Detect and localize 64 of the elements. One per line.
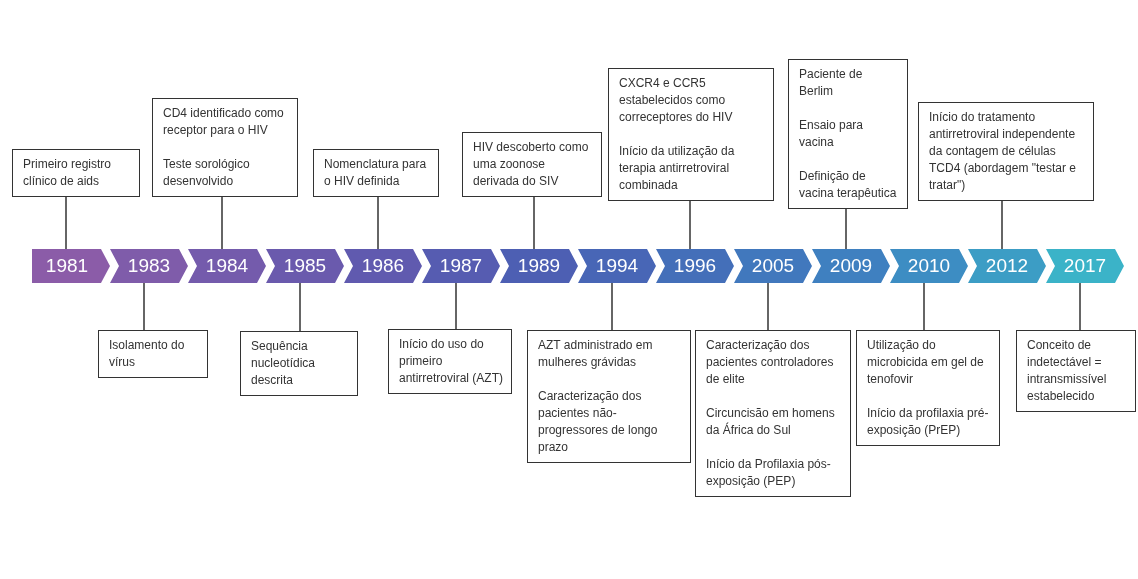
event-box	[695, 330, 851, 497]
connector-line	[689, 200, 691, 250]
event-text: AZT administrado em mulheres grávidas	[538, 337, 654, 371]
event-text: Início da Profilaxia pós-exposição (PEP)	[706, 456, 832, 490]
event-box	[527, 330, 691, 463]
connector-line	[143, 282, 145, 331]
event-box	[313, 149, 439, 197]
event-box	[388, 329, 512, 394]
connector-line	[299, 282, 301, 332]
event-text: Início do tratamento antirretroviral independente da contagem de células TCD4 (abordagem "testar e tratar")	[929, 109, 1077, 194]
timeline-year-segment: 1986	[344, 249, 422, 283]
event-text: Utilização do microbicida em gel de tenofovir	[867, 337, 985, 388]
event-box	[918, 102, 1094, 201]
event-text: CXCR4 e CCR5 estabelecidos como correceptores do HIV	[619, 75, 734, 126]
event-text: Sequência nucleotídica descrita	[251, 338, 317, 389]
event-text: Início da utilização da terapia antirretroviral combinada	[619, 143, 736, 194]
event-text: Circuncisão em homens da África do Sul	[706, 405, 836, 439]
timeline-year-segment: 2005	[734, 249, 812, 283]
timeline-year-segment: 1987	[422, 249, 500, 283]
event-text: Teste sorológico desenvolvido	[163, 156, 251, 190]
event-text: Início da profilaxia pré-exposição (PrEP)	[867, 405, 990, 439]
event-text: Início do uso do primeiro antirretroviral (AZT)	[399, 336, 503, 387]
connector-line	[377, 196, 379, 250]
connector-line	[221, 196, 223, 250]
connector-line	[455, 282, 457, 330]
event-text: Paciente de Berlim	[799, 66, 864, 100]
connector-line	[611, 282, 613, 331]
connector-line	[767, 282, 769, 331]
timeline-year-segment: 1983	[110, 249, 188, 283]
event-text: Definição de vacina terapêutica	[799, 168, 898, 202]
event-text: Caracterização dos pacientes controladores de elite	[706, 337, 835, 388]
event-text: Ensaio para vacina	[799, 117, 865, 151]
timeline-year-segment: 2012	[968, 249, 1046, 283]
connector-line	[923, 282, 925, 331]
event-box	[462, 132, 602, 197]
event-box	[608, 68, 774, 201]
connector-line	[65, 196, 67, 250]
connector-line	[1079, 282, 1081, 331]
timeline-year-segment: 2017	[1046, 249, 1124, 283]
event-text: Primeiro registro clínico de aids	[23, 156, 113, 190]
timeline-year-segment: 1985	[266, 249, 344, 283]
event-box	[788, 59, 908, 209]
connector-line	[845, 208, 847, 250]
timeline-year-segment: 2009	[812, 249, 890, 283]
event-text: Isolamento do vírus	[109, 337, 186, 371]
event-box	[1016, 330, 1136, 412]
timeline-year-segment: 2010	[890, 249, 968, 283]
event-text: CD4 identificado como receptor para o HIV	[163, 105, 285, 139]
event-box	[12, 149, 140, 197]
connector-line	[1001, 200, 1003, 250]
timeline-year-segment: 1981	[32, 249, 110, 283]
event-box	[240, 331, 358, 396]
event-text: Nomenclatura para o HIV definida	[324, 156, 428, 190]
timeline-year-segment: 1984	[188, 249, 266, 283]
event-text: Conceito de indetectável = intransmissível estabelecido	[1027, 337, 1108, 405]
timeline-year-segment: 1996	[656, 249, 734, 283]
event-text: Caracterização dos pacientes não-progressores de longo prazo	[538, 388, 659, 456]
timeline-year-segment: 1989	[500, 249, 578, 283]
event-box	[98, 330, 208, 378]
connector-line	[533, 196, 535, 250]
event-text: HIV descoberto como uma zoonose derivada do SIV	[473, 139, 590, 190]
event-box	[152, 98, 298, 197]
timeline-year-segment: 1994	[578, 249, 656, 283]
event-box	[856, 330, 1000, 446]
